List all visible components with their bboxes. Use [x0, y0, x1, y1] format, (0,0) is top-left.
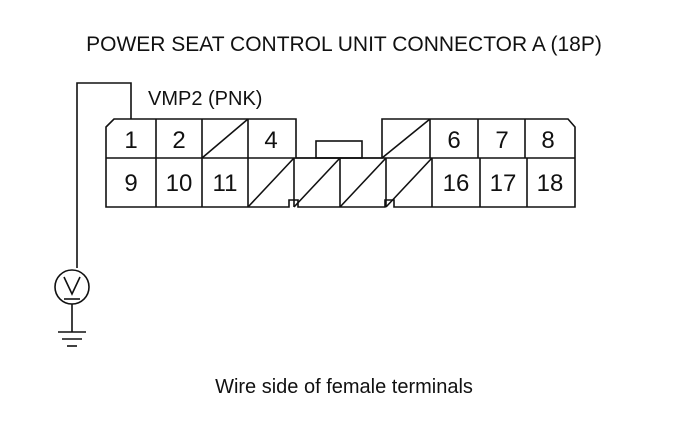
diagram-title: POWER SEAT CONTROL UNIT CONNECTOR A (18P…: [86, 33, 602, 56]
terminal-18: 18: [537, 170, 564, 197]
ground-icon: [58, 304, 86, 347]
row2-dividers: [155, 158, 528, 207]
row1-dividers: [155, 119, 526, 158]
terminal-9: 9: [124, 170, 137, 197]
wire-label: VMP2 (PNK): [148, 88, 262, 110]
terminal-8: 8: [541, 127, 554, 154]
terminal-7: 7: [495, 127, 508, 154]
terminal-2: 2: [172, 127, 185, 154]
probe-wire: [76, 82, 132, 268]
diagram-caption: Wire side of female terminals: [215, 376, 473, 398]
terminal-6: 6: [447, 127, 460, 154]
terminal-1: 1: [124, 127, 137, 154]
voltmeter-icon: [54, 269, 90, 305]
terminal-4: 4: [264, 127, 277, 154]
terminal-11: 11: [213, 170, 238, 197]
terminal-17: 17: [490, 170, 517, 197]
terminal-16: 16: [443, 170, 470, 197]
terminal-10: 10: [166, 170, 193, 197]
locking-tab: [315, 140, 363, 159]
empty-cavity-marks: [201, 118, 433, 208]
